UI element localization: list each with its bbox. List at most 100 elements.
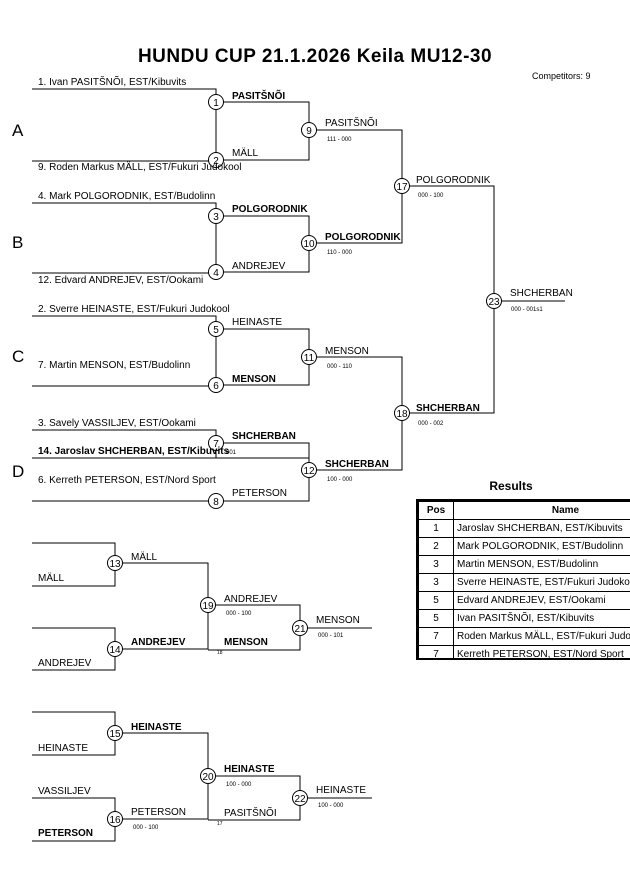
match-2-winner: MÄLL [232,147,259,159]
match-number-16: 16 [109,815,121,826]
rep-20-note: 17 [217,821,223,827]
rep-14-winner: ANDREJEV [131,637,186,648]
match-circle-21 [292,620,308,636]
match-4-winner: ANDREJEV [232,261,286,272]
match-circle-11 [301,349,317,365]
rep-19-score: 000 - 100 [226,611,252,617]
rep-14-entry: ANDREJEV [38,658,92,669]
result-pos: 7 [418,645,454,658]
entry-2: 2. Sverre HEINASTE, EST/Fukuri Judokool [38,304,230,315]
entry-12: 12. Edvard ANDREJEV, EST/Ookami [38,275,203,286]
result-pos: 5 [418,609,454,628]
match-circle-7 [208,435,224,451]
match-8-winner: PETERSON [232,488,287,499]
match-number-15: 15 [109,729,121,740]
match-circle-15 [107,725,123,741]
match-circle-20 [200,768,216,784]
result-pos: 7 [418,627,454,646]
rep-20-top: HEINASTE [224,764,275,775]
result-pos: 5 [418,591,454,610]
rep-19-bottom: MENSON [224,637,268,648]
main-bracket-lines [32,88,565,502]
match-circle-19 [200,597,216,613]
match-18-score: 000 - 002 [418,421,444,427]
match-12-winner: SHCHERBAN [325,459,389,470]
match-number-19: 19 [202,601,214,612]
result-name: Roden Markus MÄLL, EST/Fukuri Judokool [453,627,630,646]
rep-15-winner: HEINASTE [131,722,182,733]
result-name: Sverre HEINASTE, EST/Fukuri Judokool [453,573,630,592]
rep-16-entry-top: VASSILJEV [38,786,91,797]
match-circle-2 [208,152,224,168]
rep-21-winner: MENSON [316,615,360,626]
results-title: Results [489,479,533,493]
match-7-score: 001 [226,450,237,456]
match-circle-13 [107,555,123,571]
result-name: Ivan PASITŠNÕI, EST/Kibuvits [453,609,630,628]
rep-15-entry: HEINASTE [38,743,88,754]
match-number-5: 5 [213,325,219,336]
rep-22-score: 100 - 000 [318,803,344,809]
result-name: Kerreth PETERSON, EST/Nord Sport [453,645,630,658]
match-number-12: 12 [303,466,315,477]
entry-7: 7. Martin MENSON, EST/Budolinn [38,360,190,371]
match-circle-12 [301,462,317,478]
match-circle-10 [301,235,317,251]
result-name: Edvard ANDREJEV, EST/Ookami [453,591,630,610]
match-circle-3 [208,208,224,224]
match-number-20: 20 [202,772,214,783]
match-number-13: 13 [109,559,121,570]
final-winner: SHCHERBAN [510,288,573,299]
rep-22-winner: HEINASTE [316,785,366,796]
match-circle-22 [292,790,308,806]
match-number-14: 14 [109,645,121,656]
rep-16-winner: PETERSON [131,807,186,818]
match-5-winner: HEINASTE [232,317,282,328]
rep-20-score: 100 - 000 [226,782,252,788]
final-score: 000 - 001s1 [511,307,543,313]
match-7-winner: SHCHERBAN [232,431,296,442]
match-9-score: 111 - 000 [327,137,352,143]
match-number-2: 2 [213,156,219,167]
result-name: Mark POLGORODNIK, EST/Budolinn [453,537,630,556]
match-number-7: 7 [213,439,219,450]
match-number-22: 22 [294,794,306,805]
match-circle-18 [394,405,410,421]
match-17-winner: POLGORODNIK [416,175,491,186]
match-11-score: 000 - 110 [327,364,353,370]
match-number-18: 18 [396,409,408,420]
match-3-winner: POLGORODNIK [232,204,308,215]
match-number-4: 4 [213,268,219,279]
match-10-score: 110 - 000 [327,250,353,256]
match-6-winner: MENSON [232,374,276,385]
match-9-winner: PASITŠNÕI [325,116,378,129]
result-pos: 3 [418,573,454,592]
pool-label-c: C [12,347,25,366]
pool-label-d: D [12,462,25,481]
match-circle-16 [107,811,123,827]
rep-21-score: 000 - 101 [318,633,344,639]
match-circle-14 [107,641,123,657]
competitors-count: Competitors: 9 [532,71,591,81]
rep-16-score: 000 - 100 [133,825,159,831]
rep-20-bottom: PASITŠNÕI [224,806,277,819]
match-circle-17 [394,178,410,194]
entry-1: 1. Ivan PASITŠNÕI, EST/Kibuvits [38,75,186,88]
match-circle-8 [208,493,224,509]
match-number-11: 11 [304,353,315,364]
match-number-1: 1 [213,98,219,109]
match-number-10: 10 [303,239,315,250]
result-pos: 1 [418,519,454,538]
page-title: HUNDU CUP 21.1.2026 Keila MU12-30 [137,46,493,67]
rep-16-entry-bottom: PETERSON [38,828,93,839]
match-number-6: 6 [213,381,219,392]
rep-19-note: 18 [217,650,223,656]
match-number-21: 21 [294,624,306,635]
